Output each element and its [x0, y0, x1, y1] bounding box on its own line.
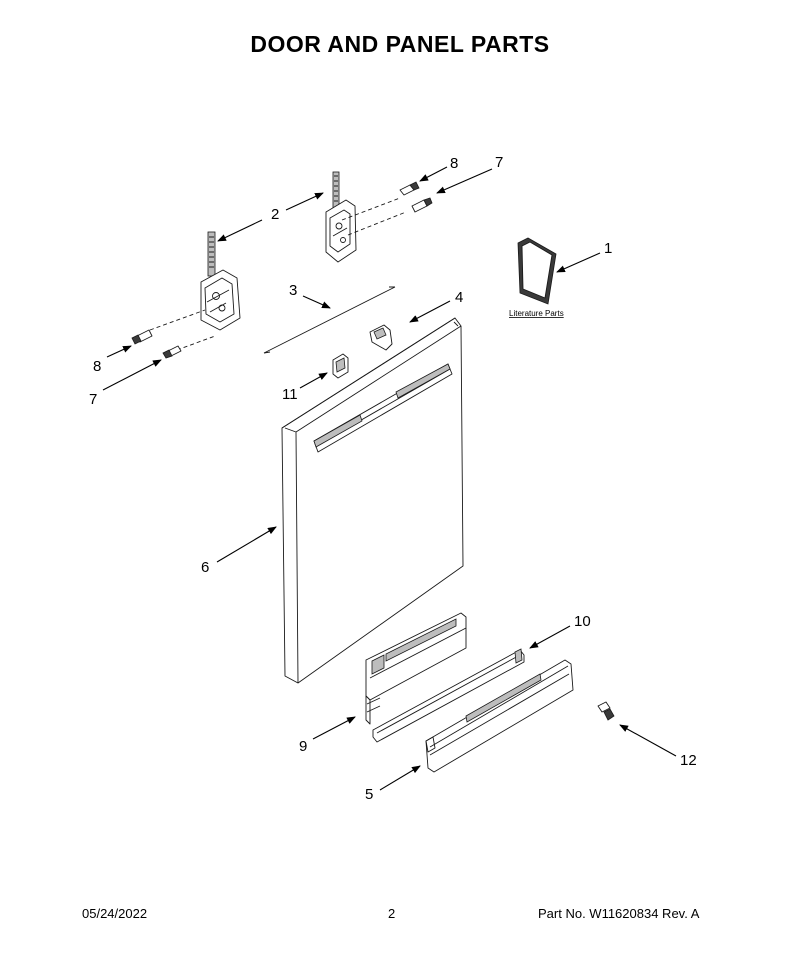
- callout-7-top: 7: [495, 154, 503, 171]
- screw-top-part: [399, 181, 420, 196]
- toe-panel-part: [365, 612, 467, 725]
- bolt-left-part: [162, 345, 182, 359]
- leader-3: [302, 295, 331, 309]
- callout-12: 12: [680, 752, 697, 769]
- leader-2-right: [285, 192, 324, 211]
- hinge-right-part: [325, 171, 357, 263]
- screw-left-part: [131, 329, 153, 345]
- leader-12: [619, 724, 677, 757]
- literature-booklet-part: Literature Parts: [509, 237, 564, 318]
- callout-7-left: 7: [89, 391, 97, 408]
- leader-8-top: [419, 166, 448, 182]
- literature-parts-label: Literature Parts: [509, 309, 564, 318]
- hinge-left-part: [200, 231, 241, 331]
- door-clip-part: [369, 324, 393, 351]
- callout-8-left: 8: [93, 358, 101, 375]
- footer-page-number: 2: [388, 906, 396, 921]
- leader-9: [312, 716, 356, 740]
- door-rod-part: [263, 286, 396, 354]
- leader-11: [299, 372, 328, 389]
- latch-part: [332, 353, 349, 379]
- leader-6: [216, 526, 277, 563]
- callout-10: 10: [574, 613, 591, 630]
- kick-plate-part: [425, 659, 574, 773]
- callout-3: 3: [289, 282, 297, 299]
- callout-2: 2: [271, 206, 279, 223]
- leader-8-left: [106, 345, 132, 358]
- callout-4: 4: [455, 289, 463, 306]
- callout-5: 5: [365, 786, 373, 803]
- leader-4: [409, 300, 451, 323]
- toe-strip-part: [372, 648, 525, 743]
- callout-1: 1: [604, 240, 612, 257]
- footer-date: 05/24/2022: [82, 906, 148, 921]
- callout-11: 11: [282, 386, 298, 403]
- leader-2-left: [217, 219, 263, 242]
- leader-5: [379, 765, 421, 791]
- callout-9: 9: [299, 738, 307, 755]
- footer-part-number: Part No. W11620834 Rev. A: [538, 906, 700, 921]
- door-panel-part: [281, 317, 464, 684]
- callout-8-top: 8: [450, 155, 458, 172]
- leader-10: [529, 625, 571, 649]
- callout-6: 6: [201, 559, 209, 576]
- page-title: DOOR AND PANEL PARTS: [250, 31, 550, 57]
- leader-7-top: [436, 168, 493, 194]
- leader-7-left: [102, 359, 162, 391]
- leader-1: [556, 252, 601, 273]
- bolt-top-part: [411, 197, 433, 213]
- screw-kick-plate-part: [597, 701, 615, 721]
